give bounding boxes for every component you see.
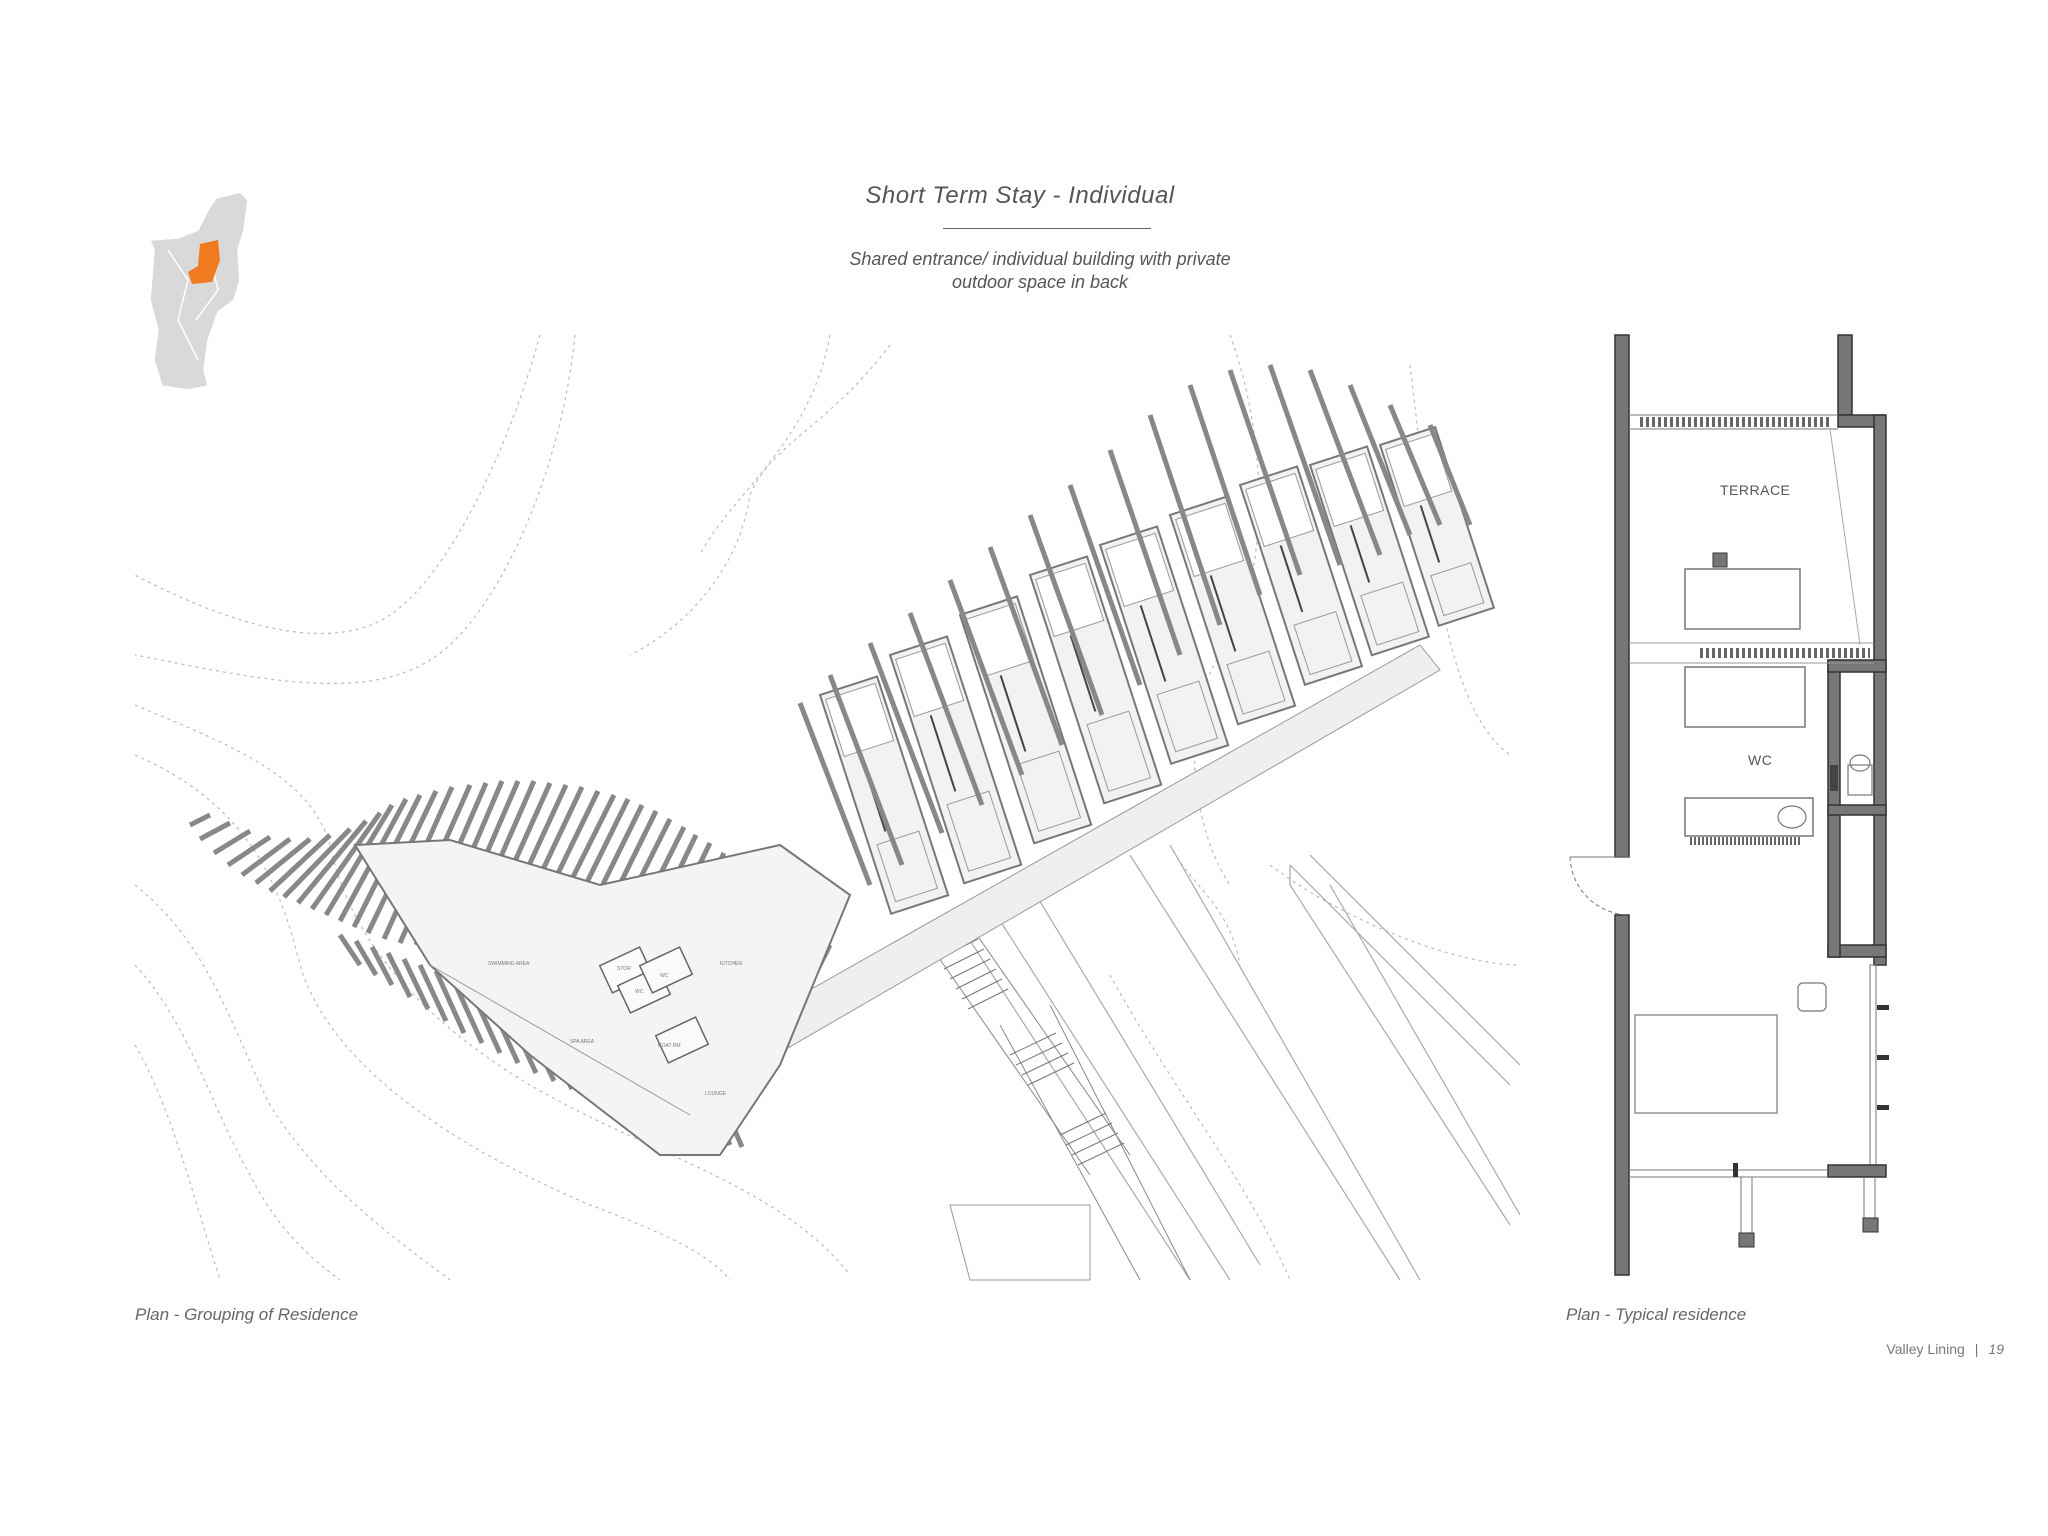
residence-unit <box>1308 445 1431 657</box>
terrace-chair <box>1712 552 1728 568</box>
bathtub <box>1684 666 1806 728</box>
common-building <box>353 838 852 1156</box>
wall-left-upper <box>1614 334 1630 858</box>
residence-unit <box>1028 555 1163 805</box>
label-wc-b: WC <box>660 973 669 979</box>
site-map-shape <box>148 191 249 390</box>
caption-typical-residence: Plan - Typical residence <box>1566 1305 1747 1324</box>
label-wc-a: WC <box>635 989 644 995</box>
footer-project-name: Valley Lining <box>1886 1341 1965 1357</box>
deck-post-left <box>1738 1232 1755 1248</box>
subtitle-line-2: outdoor space in back <box>951 272 1129 292</box>
vanity <box>1684 797 1814 837</box>
bed <box>1634 1014 1778 1114</box>
residence-unit <box>888 635 1023 885</box>
page-title: Short Term Stay - Individual <box>865 182 1175 209</box>
label-spa-area: SPA AREA <box>570 1039 595 1045</box>
label-stor: STOR <box>617 966 631 972</box>
label-coat-rm: COAT RM <box>658 1043 681 1049</box>
deck-post-right <box>1862 1217 1879 1233</box>
plan-grouping-drawing: SWIMMING AREA KITCHEN SPA AREA LOUNGE CO… <box>134 334 1520 1281</box>
label-kitchen: KITCHEN <box>720 961 742 967</box>
site-key-map <box>148 191 249 390</box>
entry-door-swing <box>1569 856 1630 916</box>
wall-right-upper <box>1837 334 1853 416</box>
page-number: 19 <box>1988 1341 2004 1357</box>
page-footer: Valley Lining | 19 <box>1886 1341 2004 1357</box>
common-rooms <box>598 946 710 1064</box>
residence-unit <box>1168 495 1297 726</box>
footer-separator: | <box>1974 1341 1979 1357</box>
highlighted-zone <box>188 240 220 284</box>
armchair <box>1797 982 1827 1012</box>
sink <box>1777 805 1807 829</box>
wall-left-lower <box>1614 914 1630 1276</box>
stair-treads <box>937 938 1125 1166</box>
contour-lines <box>134 334 1520 1281</box>
long-fins <box>797 364 1473 886</box>
entrance-stairs <box>929 924 1191 1281</box>
title-divider <box>943 228 1151 229</box>
subtitle-line-1: Shared entrance/ individual building wit… <box>849 249 1231 269</box>
label-lounge: LOUNGE <box>705 1091 727 1097</box>
label-swimming-area: SWIMMING AREA <box>488 961 530 967</box>
caption-grouping-plan: Plan - Grouping of Residence <box>135 1305 359 1324</box>
label-wc: WC <box>1748 752 1772 768</box>
page-subtitle: Shared entrance/ individual building wit… <box>760 248 1320 294</box>
plan-typical-residence-drawing: TERRACE WC <box>1569 334 1889 1276</box>
toilet-tank <box>1847 764 1873 796</box>
label-terrace: TERRACE <box>1720 482 1790 498</box>
terrace-planter <box>1684 568 1801 630</box>
toilet-bowl <box>1849 754 1871 772</box>
